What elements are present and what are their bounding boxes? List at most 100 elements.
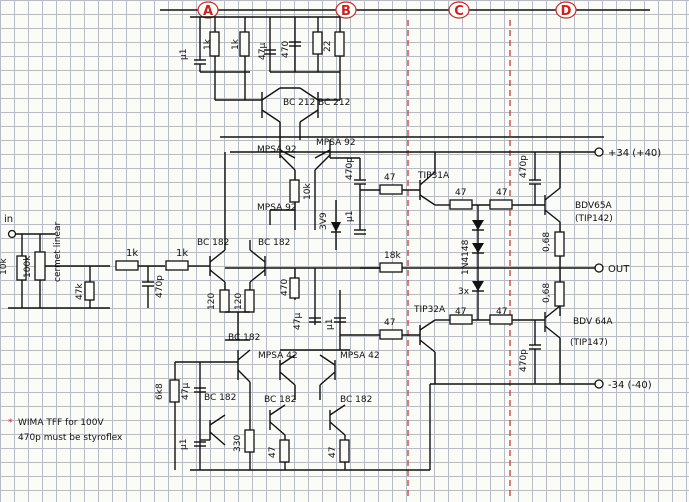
- section-header: A B C D: [160, 1, 650, 19]
- c-mu1-mid-label: μ1: [345, 211, 355, 222]
- q-bdv65a-alt-label: (TIP142): [575, 214, 613, 224]
- resistor-18k: [379, 262, 403, 273]
- q-bc182-lo1-label: BC 182: [228, 333, 260, 343]
- resistor-120-a: [219, 289, 230, 313]
- potentiometer-100k: [34, 251, 46, 281]
- q-bc182-lo2-label: BC 182: [204, 393, 236, 403]
- r-47-tip32-label: 47: [455, 307, 466, 317]
- q-bdv65a-label: BDV65A: [575, 201, 613, 211]
- q-bdv64a-label: BDV 64A: [573, 317, 613, 327]
- resistor-1k-a: [115, 260, 139, 271]
- resistor-1k-top-c: [334, 31, 345, 57]
- resistor-22: [312, 31, 323, 55]
- resistor-47-top: [379, 184, 403, 195]
- resistor-068-bot: [554, 281, 565, 307]
- r-470-lo-label: 470: [280, 279, 290, 296]
- r-47-lo2-label: 47: [328, 447, 338, 458]
- r-47-bot-label: 47: [384, 318, 395, 328]
- terminal-positive: [594, 147, 604, 157]
- note-styroflex: 470p must be styroflex: [18, 433, 123, 443]
- positive-rail-label: +34 (+40): [608, 148, 661, 159]
- mpsa42-stage: [279, 268, 350, 400]
- r-47-lo1-label: 47: [268, 447, 278, 458]
- input-stage: [7, 229, 200, 309]
- r-top-1k-label: 1k: [203, 38, 213, 50]
- q-bdv64a-alt-label: (TIP147): [570, 338, 608, 348]
- r-47-d-label: 47: [496, 188, 507, 198]
- c-47u-lo-label: 47μ: [293, 313, 303, 330]
- resistor-068-top: [554, 231, 565, 257]
- r-068-bot-label: 0,68: [542, 283, 552, 303]
- pot-100k-label: 100k: [23, 255, 33, 278]
- c-47u-b-label: 47μ: [181, 383, 191, 400]
- c-mu1-b-label: μ1: [179, 439, 189, 450]
- c-top-left-label: μ1: [179, 49, 189, 60]
- c-470p-d2-label: 470p: [519, 349, 529, 372]
- resistor-1k-top-b: [239, 31, 250, 57]
- r-10k-mid-label: 10k: [303, 183, 313, 200]
- resistor-10k-input: [16, 255, 27, 281]
- section-d-label: D: [561, 4, 572, 19]
- r-120-label: 120: [207, 293, 217, 310]
- terminal-negative: [594, 379, 604, 389]
- q-mpsa92-right-label: MPSA 92: [316, 138, 356, 148]
- q-mpsa42-right-label: MPSA 42: [340, 351, 380, 361]
- section-a-label: A: [203, 4, 213, 19]
- r-input-47k-label: 47k: [75, 283, 85, 300]
- output-label: OUT: [608, 264, 630, 275]
- mpsa92-stage: [269, 140, 366, 250]
- note-bullet: *: [8, 418, 13, 428]
- q-bc212-right-label: BC 212: [318, 98, 350, 108]
- pot-type-label: cermet linear: [53, 222, 63, 282]
- note-wima: WIMA TFF for 100V: [18, 418, 104, 428]
- resistor-6k8: [169, 379, 180, 403]
- resistor-47-bot: [379, 329, 403, 340]
- r-068-top-label: 0,68: [542, 232, 552, 252]
- r-1k-b-label: 1k: [176, 248, 188, 259]
- q-bc212-left-label: BC 212: [283, 98, 315, 108]
- resistor-120-b: [244, 289, 255, 313]
- input-label: in: [4, 214, 13, 225]
- resistor-470-lo: [289, 277, 300, 299]
- c-47u-label: 47μ: [258, 43, 268, 60]
- q-bc182-mid-label: BC 182: [258, 238, 290, 248]
- resistor-1k-b: [165, 260, 189, 271]
- q-tip31a-label: TIP31A: [417, 171, 450, 181]
- r-22-label: 22: [323, 41, 333, 52]
- resistor-47-tip31: [449, 199, 473, 210]
- top-bias-network: [194, 17, 345, 100]
- c-470p-d-label: 470p: [519, 155, 529, 178]
- c-input-470p-label: 470p: [155, 275, 165, 298]
- q-bc182-in-label: BC 182: [197, 238, 229, 248]
- output-stage: [544, 152, 565, 384]
- section-c-label: C: [454, 4, 464, 19]
- r-120-b-label: 120: [234, 293, 244, 310]
- resistor-47-lo-a: [279, 439, 290, 463]
- c-470-top-label: 470: [281, 41, 291, 58]
- q-tip32a-label: TIP32A: [413, 305, 446, 315]
- q-bc182-lo4-label: BC 182: [340, 395, 372, 405]
- bias-diode-string: [472, 205, 484, 320]
- c-mu1-lo-label: μ1: [325, 319, 335, 330]
- zener-3v9-label: 3V9: [319, 212, 329, 230]
- q-mpsa42-left-label: MPSA 42: [258, 351, 298, 361]
- current-mirror-bc212: [215, 87, 340, 140]
- r-6k8-label: 6k8: [155, 383, 165, 400]
- lower-current-source: [169, 339, 350, 470]
- q-bc182-lo3-label: BC 182: [264, 395, 296, 405]
- r-1k-a-label: 1k: [126, 248, 138, 259]
- resistor-47-lo-b: [339, 439, 350, 463]
- r-47-tip31-label: 47: [455, 188, 466, 198]
- resistor-1k-top: [209, 31, 220, 57]
- r-330-label: 330: [233, 435, 243, 452]
- driver-stage: [340, 152, 545, 384]
- c-470p-mid-label: 470p: [345, 157, 355, 180]
- r-top-1k-b-label: 1k: [231, 38, 241, 50]
- resistor-10k-mid: [289, 179, 300, 203]
- terminal-out: [594, 263, 604, 273]
- r-18k-label: 18k: [384, 251, 401, 261]
- q-mpsa92-left-label: MPSA 92: [257, 145, 297, 155]
- resistor-47k-input: [84, 281, 95, 301]
